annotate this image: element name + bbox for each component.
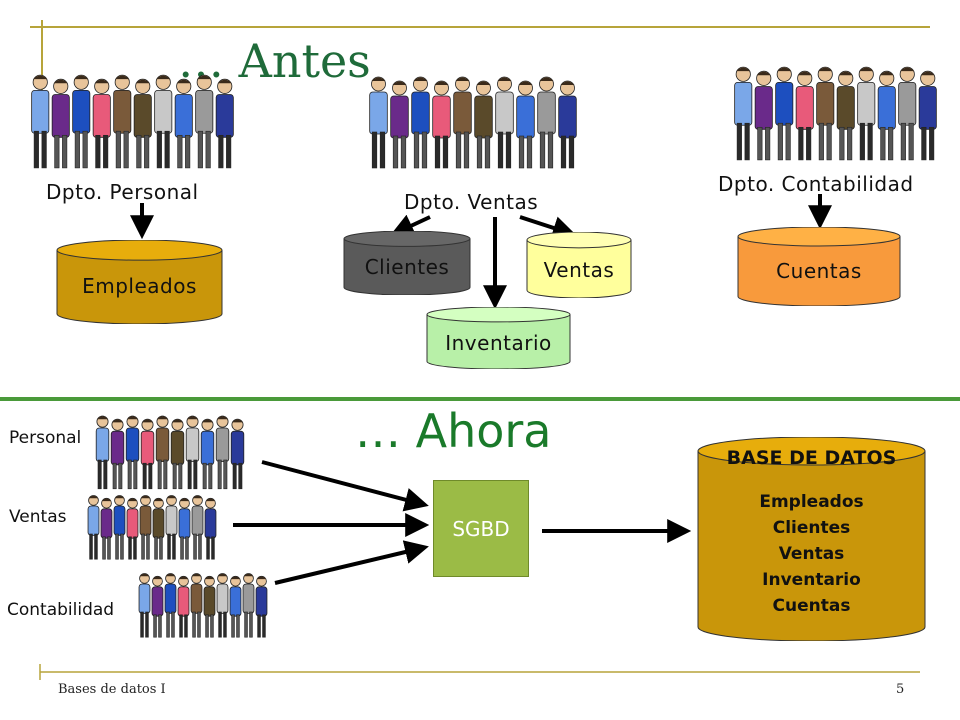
page-number: 5 bbox=[896, 682, 905, 697]
database-cylinder: BASE DE DATOS Empleados Clientes Ventas … bbox=[697, 436, 926, 642]
connector-arrows-after bbox=[233, 460, 692, 585]
people-group-contabilidad bbox=[733, 62, 938, 168]
store-clientes: Clientes bbox=[343, 230, 471, 296]
people-icon bbox=[138, 573, 268, 638]
store-empleados: Empleados bbox=[56, 239, 223, 325]
database-item: Empleados bbox=[759, 492, 864, 512]
dbms-box: SGBD bbox=[433, 480, 529, 577]
people-icon bbox=[31, 74, 234, 169]
database-item: Cuentas bbox=[772, 596, 851, 616]
store-label: Clientes bbox=[364, 255, 450, 279]
dept-label-contabilidad: Dpto. Contabilidad bbox=[718, 172, 914, 196]
store-label: Cuentas bbox=[776, 259, 862, 283]
database-item: Inventario bbox=[762, 570, 861, 590]
people-group-contabilidad-now bbox=[138, 570, 268, 644]
people-group-personal bbox=[30, 70, 235, 176]
database-item: Ventas bbox=[778, 544, 845, 564]
database-items: Empleados Clientes Ventas Inventario Cue… bbox=[697, 489, 926, 619]
people-icon bbox=[87, 495, 217, 560]
dept-label-personal: Dpto. Personal bbox=[46, 180, 199, 204]
people-group-ventas bbox=[368, 72, 578, 176]
store-inventario: Inventario bbox=[426, 306, 571, 370]
user-label-personal: Personal bbox=[9, 428, 82, 448]
people-group-ventas-now bbox=[87, 492, 217, 566]
people-icon bbox=[95, 415, 245, 490]
title-after: … Ahora bbox=[355, 404, 552, 458]
people-icon bbox=[369, 76, 577, 169]
people-group-personal-now bbox=[95, 412, 245, 496]
store-label: Ventas bbox=[543, 258, 615, 282]
people-icon bbox=[734, 66, 937, 161]
store-label: Empleados bbox=[82, 274, 197, 298]
dept-label-ventas: Dpto. Ventas bbox=[404, 190, 539, 214]
database-item: Clientes bbox=[772, 518, 851, 538]
dbms-label: SGBD bbox=[452, 516, 510, 541]
store-ventas: Ventas bbox=[526, 231, 632, 299]
connector-arrows-before bbox=[130, 194, 832, 310]
database-title: BASE DE DATOS bbox=[726, 447, 897, 469]
user-label-contabilidad: Contabilidad bbox=[7, 600, 115, 620]
store-cuentas: Cuentas bbox=[737, 226, 901, 307]
store-label: Inventario bbox=[445, 331, 552, 355]
user-label-ventas: Ventas bbox=[9, 507, 67, 527]
footer-course: Bases de datos I bbox=[58, 682, 166, 697]
